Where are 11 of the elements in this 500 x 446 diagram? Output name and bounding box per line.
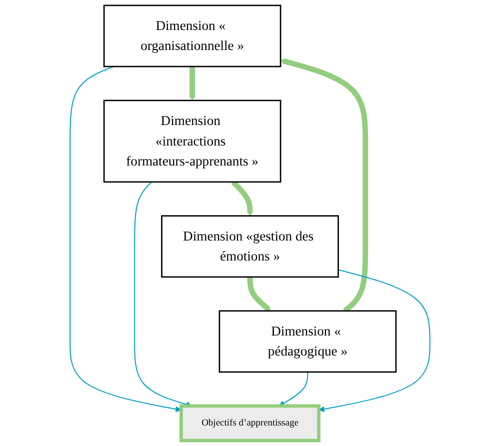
arrow <box>231 180 253 216</box>
arrow <box>318 269 430 412</box>
arrow <box>278 372 308 406</box>
node-box: Objectifs d’apprentissage <box>180 404 320 442</box>
node-box: Dimension «gestion des émotions » <box>161 215 339 278</box>
node-box: Dimension « organisationnelle » <box>103 4 282 68</box>
arrow <box>247 276 271 312</box>
node-box: Dimension «interactions formateurs-apprenants » <box>103 100 282 183</box>
node-box: Dimension « pédagogique » <box>218 310 397 373</box>
arrow <box>70 66 182 412</box>
arrow <box>189 66 196 101</box>
